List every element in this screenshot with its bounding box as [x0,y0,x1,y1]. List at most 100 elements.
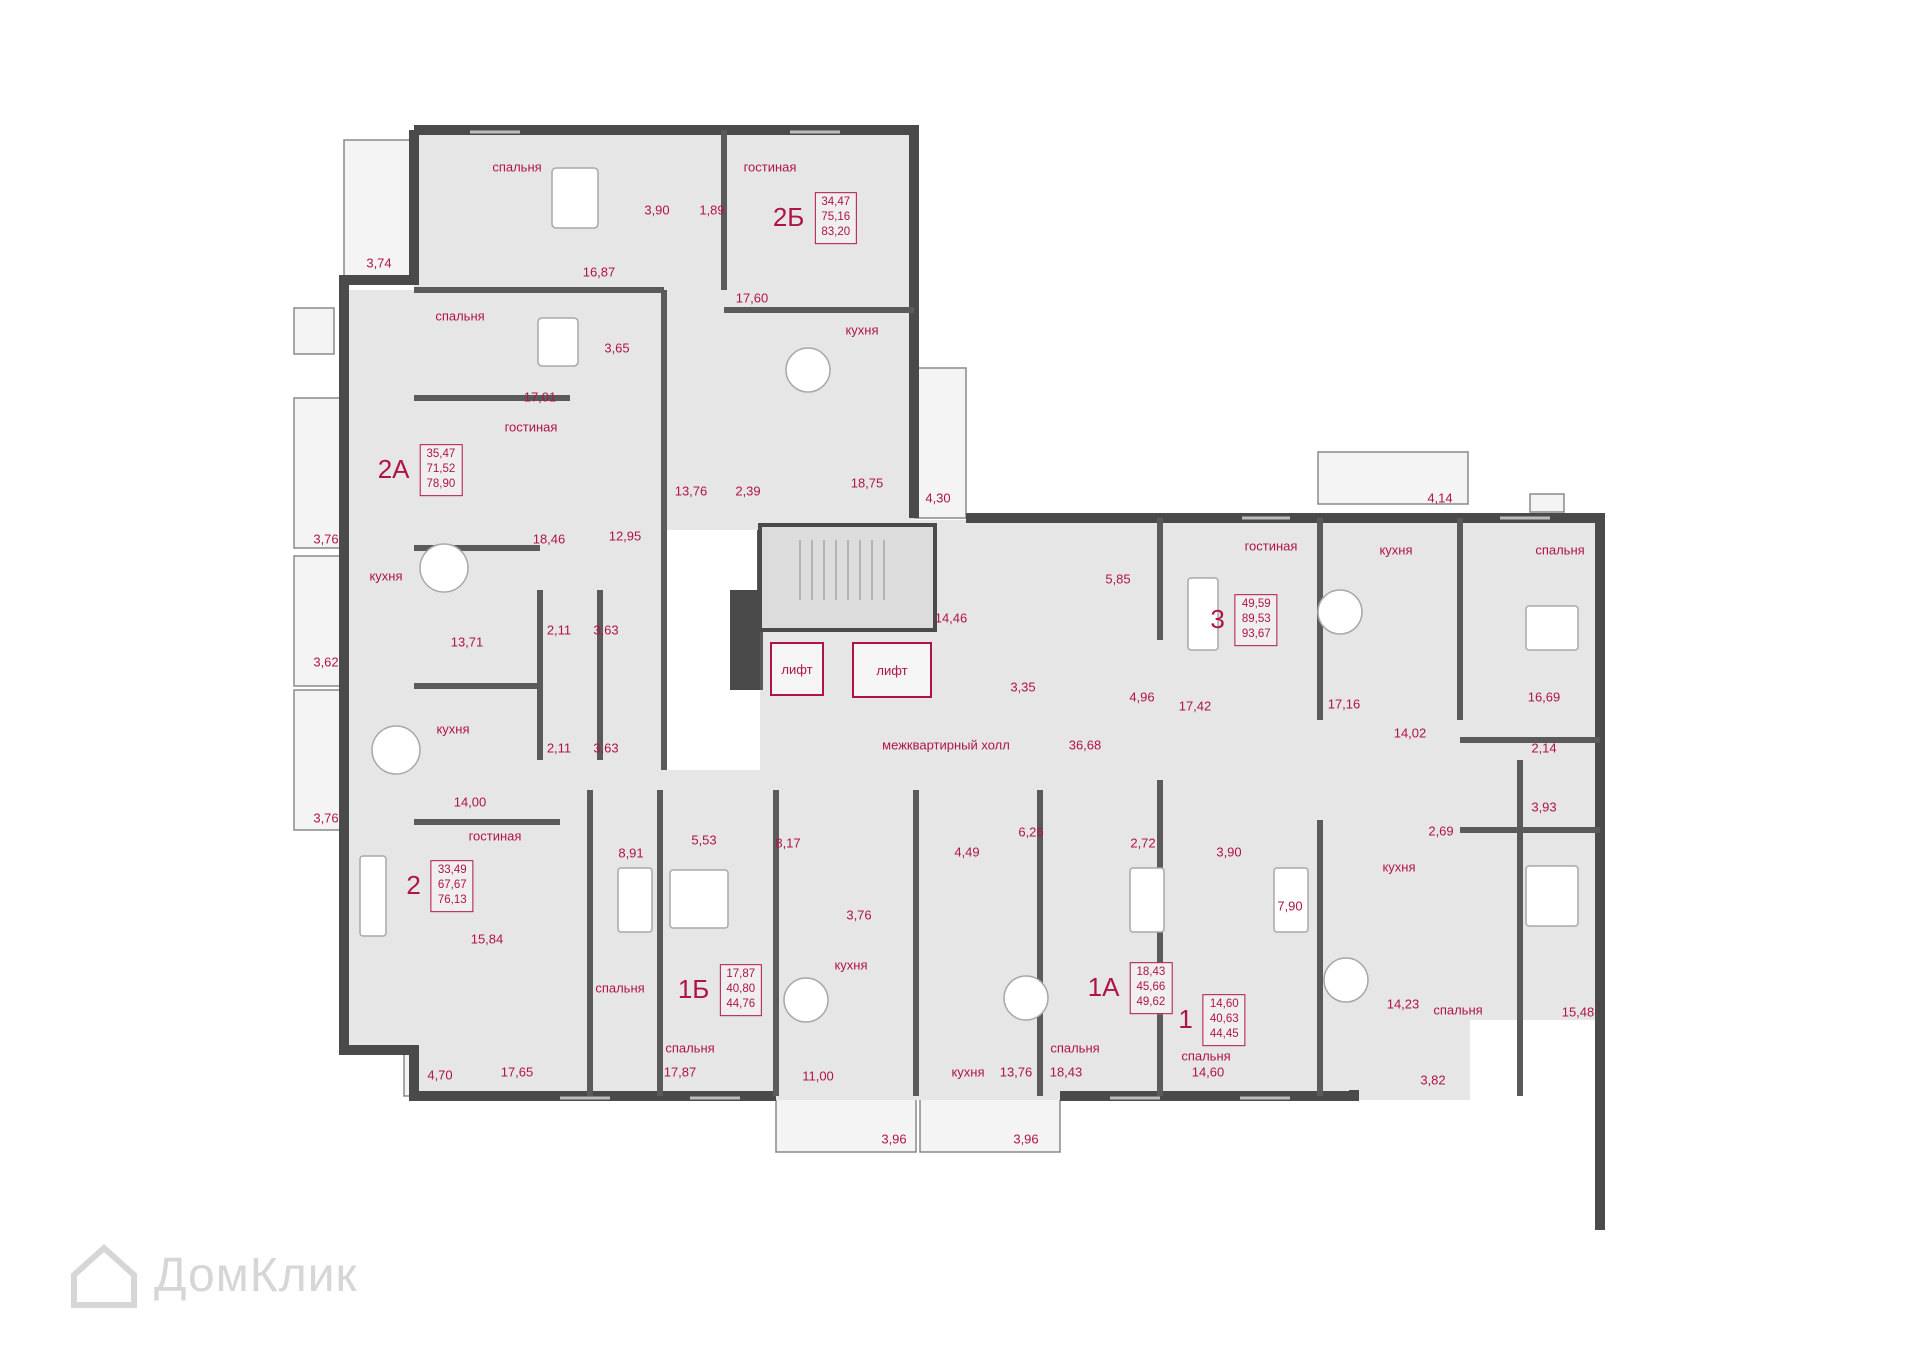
stair-lift-core [730,523,937,690]
windows [470,130,1550,1100]
floor-areas [344,130,1600,1100]
area-label: 3,76 [313,810,339,826]
area-label: 2,69 [1428,823,1454,839]
area-label: 13,76 [674,483,708,499]
apartment-areas: 18,43 45,66 49,62 [1129,962,1173,1014]
apartment-2[interactable]: 2 33,49 67,67 76,13 [406,860,474,912]
apartment-number: 3 [1210,604,1225,635]
room-name-bedroom: спальня [595,980,645,996]
area-label: 16,87 [582,264,616,280]
lift-2: лифт [852,642,932,698]
apartment-3[interactable]: 3 49,59 89,53 93,67 [1210,594,1278,646]
area-label: 15,84 [470,931,504,947]
area-label: 3,62 [313,654,339,670]
area-label: 5,53 [691,832,717,848]
apartment-1[interactable]: 1 14,60 40,63 44,45 [1178,994,1246,1046]
area-label: 1,89 [699,202,725,218]
living-area: 35,47 [426,448,456,461]
area-label: 14,00 [453,794,487,810]
total-area: 67,67 [437,879,467,892]
apartment-areas: 34,47 75,16 83,20 [814,192,858,244]
living-area: 33,49 [437,864,467,877]
area-label: 3,63 [593,622,619,638]
furniture [359,167,1579,1023]
total-area-with-balcony: 44,45 [1209,1028,1239,1041]
area-label: 3,96 [881,1131,907,1147]
area-label: 7,90 [1277,898,1303,914]
watermark-text: ДомКлик [154,1248,358,1302]
area-label: 13,76 [999,1064,1033,1080]
room-name-living-room: гостиная [1244,538,1298,554]
area-label: 11,00 [802,1068,834,1084]
room-name-bedroom: спальня [1535,542,1585,558]
room-name-bedroom: спальня [435,308,485,324]
area-label: 17,60 [735,290,769,306]
area-label: 5,85 [1105,571,1131,587]
apartment-areas: 33,49 67,67 76,13 [430,860,474,912]
area-label: 2,72 [1130,835,1156,851]
area-label: 8,17 [775,835,801,851]
area-label: 17,16 [1327,696,1361,712]
apartment-1a[interactable]: 1А 18,43 45,66 49,62 [1088,962,1173,1014]
area-label: 3,90 [644,202,670,218]
area-label: 14,23 [1386,996,1420,1012]
area-label: 3,76 [846,907,872,923]
apartment-areas: 17,87 40,80 44,76 [719,964,763,1016]
apartment-areas: 14,60 40,63 44,45 [1202,994,1246,1046]
apartment-2a[interactable]: 2А 35,47 71,52 78,90 [378,444,463,496]
room-name-kitchen: кухня [1379,542,1413,558]
living-area: 34,47 [821,196,851,209]
area-label: 3,74 [366,255,392,271]
room-name-bedroom: спальня [492,159,542,175]
living-area: 17,87 [726,968,756,981]
apartment-number: 2Б [772,202,805,233]
area-label: 2,11 [546,740,572,756]
area-label: 17,01 [523,389,557,405]
area-label: 3,35 [1010,679,1036,695]
room-name-living-room: гостиная [504,419,558,435]
area-label: 4,30 [925,490,951,506]
area-label: 3,90 [1216,844,1242,860]
lift-1: лифт [770,642,824,696]
hall-name: межквартирный холл [882,737,1010,753]
total-area: 89,53 [1241,613,1271,626]
room-name-bedroom: спальня [1181,1048,1231,1064]
living-area: 18,43 [1136,966,1166,979]
room-name-kitchen: кухня [834,957,868,973]
area-label: 17,42 [1178,698,1212,714]
room-name-bedroom: спальня [1433,1002,1483,1018]
area-label: 8,91 [618,845,644,861]
area-label: 18,43 [1049,1064,1083,1080]
apartment-number: 1 [1178,1004,1193,1035]
room-name-kitchen: кухня [845,322,879,338]
lift-label: лифт [876,662,908,678]
area-label: 3,76 [313,531,339,547]
exterior-walls [339,125,1605,1230]
apartment-number: 2А [377,454,410,485]
apartment-2b[interactable]: 2Б 34,47 75,16 83,20 [772,192,858,244]
room-name-living-room: гостиная [468,828,522,844]
total-area-with-balcony: 76,13 [437,894,467,907]
total-area: 71,52 [426,463,456,476]
room-name-bedroom: спальня [665,1040,715,1056]
total-area-with-balcony: 78,90 [426,478,456,491]
area-label: 13,71 [450,634,484,650]
watermark: ДомКлик [64,1240,358,1310]
area-label: 3,82 [1420,1072,1446,1088]
apartment-areas: 35,47 71,52 78,90 [419,444,463,496]
area-label: 4,14 [1427,490,1453,506]
area-label: 14,60 [1191,1064,1225,1080]
area-label: 3,93 [1531,799,1557,815]
living-area: 14,60 [1209,998,1239,1011]
area-label: 4,49 [954,844,980,860]
apartment-number: 1А [1087,972,1120,1003]
lift-label: лифт [781,661,813,677]
area-label: 3,96 [1013,1131,1039,1147]
total-area-with-balcony: 49,62 [1136,996,1166,1009]
area-label: 14,46 [934,610,968,626]
apartment-1b[interactable]: 1Б 17,87 40,80 44,76 [678,964,763,1016]
area-label: 2,14 [1531,740,1557,756]
area-label: 2,39 [735,483,761,499]
area-label: 3,63 [593,740,619,756]
